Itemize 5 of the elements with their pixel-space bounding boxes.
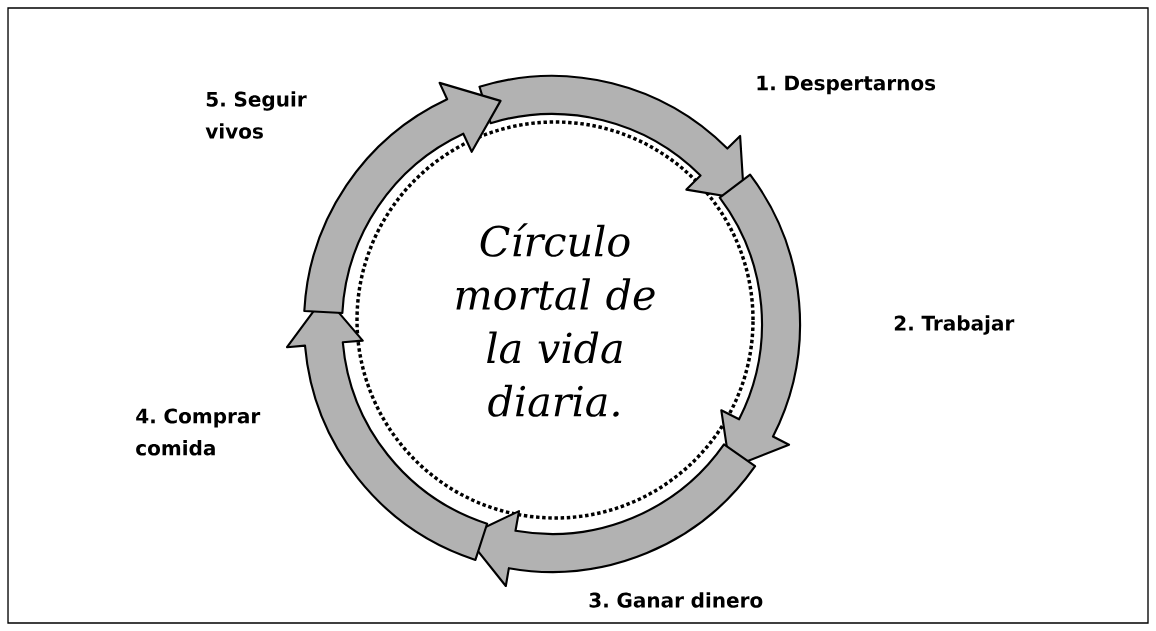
step-label: 1. Despertarnos [757, 75, 936, 95]
step-label: 4. Comprar comida [136, 408, 261, 456]
step-label: 2. Trabajar [894, 315, 1015, 335]
step-label: 5. Seguir vivos [205, 91, 307, 139]
step-label: 3. Ganar dinero [589, 592, 763, 608]
